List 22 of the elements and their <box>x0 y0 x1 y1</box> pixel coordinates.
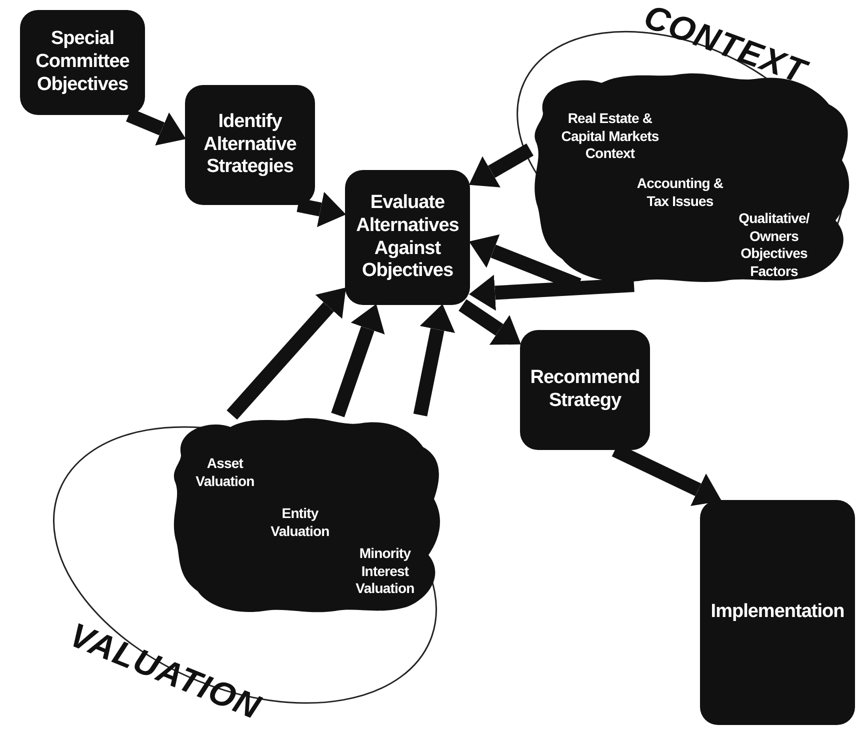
cloud-label: Real Estate & Capital Markets Context <box>560 110 660 162</box>
process-box <box>185 85 315 205</box>
box-label: Recommend Strategy <box>529 367 641 413</box>
arrow <box>413 304 456 416</box>
cloud-label: Minority Interest Valuation <box>354 545 416 598</box>
arrow <box>469 144 534 188</box>
box-label: Evaluate Alternatives Against Objectives <box>355 192 460 284</box>
cloud-label: Accounting & Tax Issues <box>636 175 724 210</box>
cloud-label: Qualitative/ Owners Objectives Factors <box>738 210 810 280</box>
arrow <box>126 108 186 146</box>
arrow <box>458 299 521 345</box>
cloud-label: Asset Valuation <box>194 455 256 490</box>
arrow <box>226 287 346 420</box>
box-label: Implementation <box>710 601 844 624</box>
box-label: Identify Alternative Strategies <box>202 110 298 180</box>
box-label: Special Committee Objectives <box>34 28 130 97</box>
arrow <box>296 192 346 228</box>
process-box <box>520 330 650 450</box>
process-box <box>20 10 145 115</box>
process-box <box>345 170 470 305</box>
cloud-label: Entity Valuation <box>270 505 330 540</box>
process-box <box>700 500 855 725</box>
